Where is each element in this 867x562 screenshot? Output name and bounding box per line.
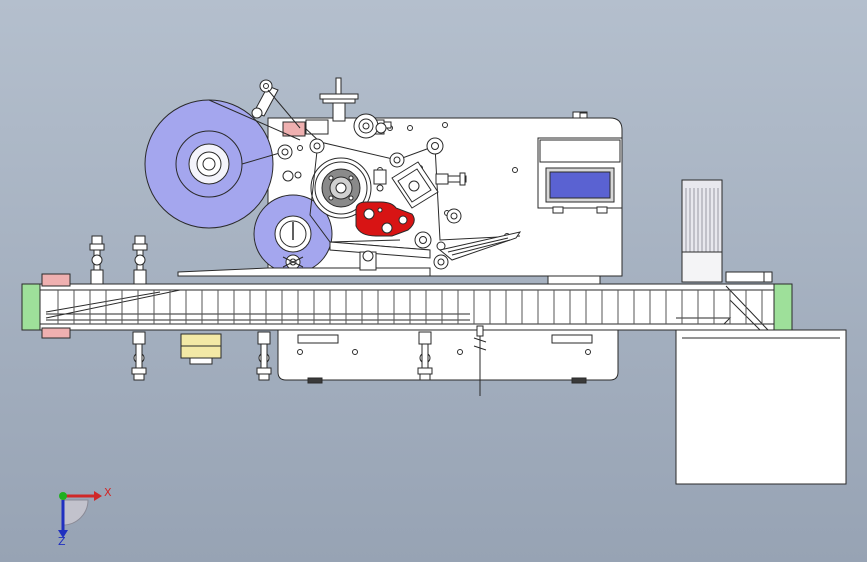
z-axis-label: Z <box>58 535 66 548</box>
pressure-roller <box>355 201 415 237</box>
machine-main-panel <box>267 111 623 384</box>
guide-rollers <box>277 137 462 270</box>
drive-roller <box>310 157 372 219</box>
peel-plate <box>438 231 522 261</box>
hmi-touch-panel <box>537 137 623 214</box>
tension-knob <box>353 113 387 139</box>
coordinate-triad: X Z <box>58 486 112 548</box>
x-axis-label: X <box>104 486 112 499</box>
collection-table <box>675 329 847 485</box>
photo-sensor <box>180 333 222 365</box>
adjust-handwheel <box>319 77 359 122</box>
fiber-sensor <box>473 325 487 396</box>
stepper-motor-block <box>373 161 467 209</box>
label-supply-reel <box>144 99 301 229</box>
conveyor-motor <box>681 179 773 283</box>
label-guide-plate <box>177 241 431 277</box>
belt-conveyor <box>21 273 793 339</box>
dancer-arm <box>251 79 301 129</box>
liner-rewind-reel <box>253 194 333 274</box>
guide-rail-posts <box>89 235 433 381</box>
